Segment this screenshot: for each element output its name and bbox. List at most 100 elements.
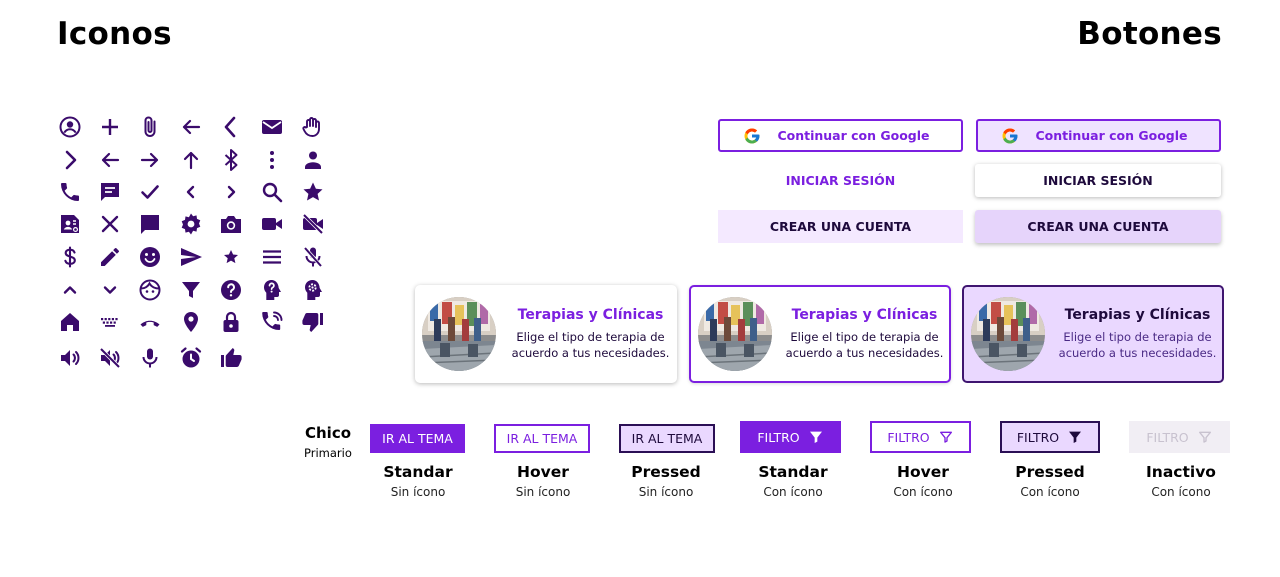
card-title: Terapias y Clínicas [791, 307, 938, 323]
small-star-icon [215, 241, 247, 273]
arrow-left-icon [94, 144, 126, 176]
help-circle-icon [215, 274, 247, 306]
filter-icon [809, 431, 822, 443]
more-vertical-icon [256, 144, 288, 176]
volume-up-icon [54, 342, 86, 374]
button-label: FILTRO [887, 429, 930, 445]
home-icon [54, 306, 86, 338]
google-button-label: Continuar con Google [777, 128, 930, 143]
keyboard-icon [94, 306, 126, 338]
mic-icon [134, 342, 166, 374]
filter-icon [1198, 431, 1211, 443]
state-title: Hover [517, 463, 569, 481]
therapy-image [971, 297, 1045, 371]
state-title: Standar [383, 463, 453, 481]
go-to-topic-button-hover[interactable]: IR AL TEMA [494, 424, 590, 453]
google-icon [744, 128, 760, 143]
state-title: Pressed [1015, 463, 1085, 481]
mic-off-icon [297, 241, 329, 273]
small-chevron-left-icon [175, 176, 207, 208]
contact-page-icon [54, 208, 86, 240]
google-login-button-hover[interactable]: Continuar con Google [976, 119, 1221, 152]
dollar-icon [54, 241, 86, 273]
google-button-label: Continuar con Google [1035, 128, 1188, 143]
psychology-gear-icon [297, 274, 329, 306]
state-subtitle: Con ícono [893, 485, 953, 499]
search-icon [256, 176, 288, 208]
therapy-card-standard[interactable]: Terapias y Clínicas Elige el tipo de ter… [415, 285, 677, 383]
phone-icon [54, 176, 86, 208]
state-subtitle: Sin ícono [515, 485, 571, 499]
filter-icon [939, 431, 952, 443]
paperclip-icon [134, 111, 166, 143]
filter-icon [175, 274, 207, 306]
close-icon [94, 208, 126, 240]
face-icon [134, 274, 166, 306]
login-button[interactable]: INICIAR SESIÓN [718, 164, 963, 197]
card-title: Terapias y Clínicas [517, 307, 664, 323]
comment-icon [134, 208, 166, 240]
chevron-down-icon [94, 274, 126, 306]
button-label: IR AL TEMA [506, 431, 578, 446]
go-to-topic-button-pressed[interactable]: IR AL TEMA [619, 424, 715, 453]
thumb-down-icon [297, 306, 329, 338]
state-title: Pressed [631, 463, 701, 481]
filter-button[interactable]: FILTRO [740, 421, 841, 453]
lock-icon [215, 306, 247, 338]
chevron-up-icon [54, 274, 86, 306]
state-subtitle: Con ícono [1020, 485, 1080, 499]
plus-icon [94, 111, 126, 143]
button-label: FILTRO [1016, 429, 1060, 445]
therapy-card-hover[interactable]: Terapias y Clínicas Elige el tipo de ter… [689, 285, 951, 383]
state-title: Hover [897, 463, 949, 481]
arrow-up-icon [175, 144, 207, 176]
create-account-label: CREAR UNA CUENTA [1027, 219, 1169, 234]
card-title: Terapias y Clínicas [1064, 307, 1211, 323]
icons-heading: Iconos [57, 16, 172, 52]
state-title: Standar [758, 463, 828, 481]
login-button-hover[interactable]: INICIAR SESIÓN [975, 164, 1221, 197]
state-subtitle: Con ícono [1151, 485, 1211, 499]
google-login-button[interactable]: Continuar con Google [718, 119, 963, 152]
buttons-heading: Botones [1077, 16, 1222, 52]
button-label: IR AL TEMA [382, 431, 453, 446]
filter-button-pressed[interactable]: FILTRO [1000, 421, 1100, 453]
filter-button-hover[interactable]: FILTRO [870, 421, 971, 453]
location-pin-icon [175, 306, 207, 338]
button-label: FILTRO [1146, 429, 1189, 445]
filter-icon [1069, 431, 1082, 443]
star-icon [297, 176, 329, 208]
person-icon [297, 144, 329, 176]
button-label: FILTRO [757, 429, 800, 445]
therapy-image [698, 297, 772, 371]
state-subtitle: Sin ícono [638, 485, 694, 499]
smile-icon [134, 241, 166, 273]
variant-label: Primario [304, 446, 352, 460]
psychology-help-icon [256, 274, 288, 306]
camera-icon [215, 208, 247, 240]
volume-off-icon [94, 342, 126, 374]
filter-button-inactive: FILTRO [1129, 421, 1230, 453]
phone-in-talk-icon [256, 306, 288, 338]
chevron-left-icon [215, 111, 247, 143]
account-circle-icon [54, 111, 86, 143]
thumb-up-icon [215, 342, 247, 374]
hand-icon [297, 111, 329, 143]
arrow-left-icon [175, 111, 207, 143]
go-to-topic-button[interactable]: IR AL TEMA [370, 424, 465, 453]
button-label: IR AL TEMA [631, 431, 703, 446]
settings-icon [175, 208, 207, 240]
state-subtitle: Sin ícono [390, 485, 446, 499]
create-account-button[interactable]: CREAR UNA CUENTA [718, 210, 963, 243]
pencil-icon [94, 241, 126, 273]
menu-icon [256, 241, 288, 273]
create-account-button-pressed[interactable]: CREAR UNA CUENTA [975, 210, 1221, 243]
login-button-label: INICIAR SESIÓN [785, 173, 896, 188]
login-button-label: INICIAR SESIÓN [1043, 173, 1153, 188]
card-description: Elige el tipo de terapia de acuerdo a tu… [511, 330, 670, 360]
alarm-icon [175, 342, 207, 374]
small-chevron-right-icon [215, 176, 247, 208]
therapy-card-pressed[interactable]: Terapias y Clínicas Elige el tipo de ter… [962, 285, 1224, 383]
send-icon [175, 241, 207, 273]
google-icon [1002, 128, 1018, 143]
